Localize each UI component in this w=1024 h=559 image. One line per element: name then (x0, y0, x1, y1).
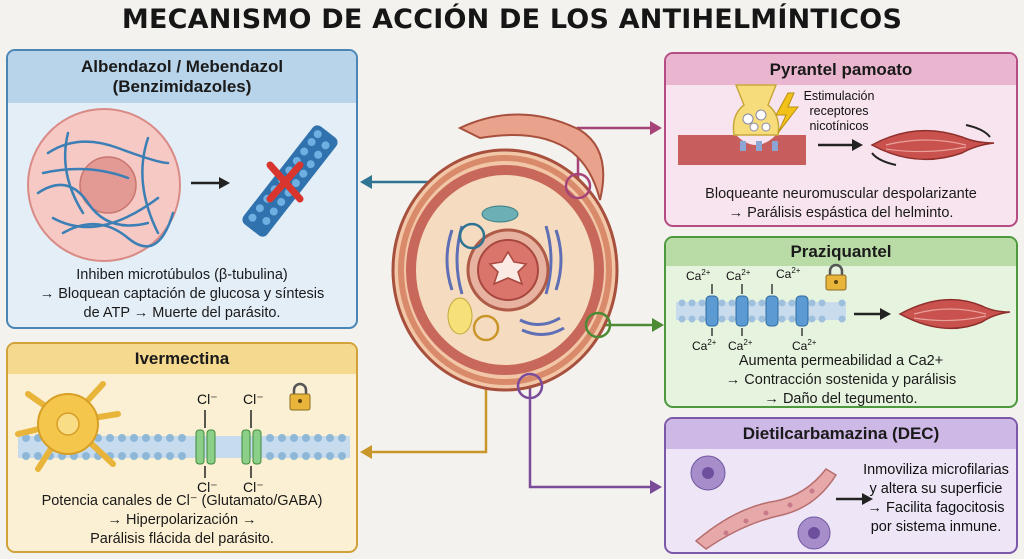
pyrantel-header: Pyrantel pamoato (666, 54, 1016, 85)
microfilaria-illustration: Inmoviliza microfilarias y altera su sup… (690, 455, 1009, 550)
tail-curl (457, 113, 605, 201)
dec-desc-line: por sistema inmune. (871, 519, 1002, 535)
praziquantel-description: Aumenta permeabilidad a Ca2+ → Contracci… (666, 352, 1016, 407)
lock-icon (289, 382, 311, 411)
albendazol-header: Albendazol / Mebendazol (Benzimidazoles) (8, 51, 356, 103)
neuron-icon (15, 381, 121, 472)
calcium-ion-label: Ca2+ (692, 338, 717, 353)
chloride-channel-illustration: Cl⁻ Cl⁻ Cl⁻ Cl⁻ (15, 381, 350, 495)
pyrantel-desc-line: Bloqueante neuromuscular despolarizante (705, 186, 977, 202)
albendazol-desc-line: de ATP → Muerte del parásito. (83, 305, 281, 321)
dec-desc-line: y altera su superficie (870, 481, 1003, 497)
calcium-channel-icon (795, 295, 809, 327)
arrow-left-icon (360, 445, 372, 459)
ivermectina-header: Ivermectina (8, 344, 356, 374)
ivermectina-desc-line: Potencia canales de Cl⁻ (Glutamato/GABA) (41, 493, 323, 509)
dec-header: Dietilcarbamazina (DEC) (666, 419, 1016, 449)
calcium-ion-label: Ca2+ (726, 268, 751, 283)
calcium-ion-label: Ca2+ (792, 338, 817, 353)
praziquantel-desc-line: → Daño del tegumento. (764, 391, 918, 407)
neuromuscular-illustration: Estimulación receptores nicotínicos (678, 84, 995, 166)
synapse-icon (732, 84, 780, 136)
microfilaria-icon (694, 468, 838, 550)
pyrantel-desc-line: → Parálisis espástica del helminto. (728, 205, 954, 221)
chloride-ion-label: Cl⁻ (197, 391, 218, 407)
phagocyte-icon (797, 516, 831, 550)
pyrantel-description: Bloqueante neuromuscular despolarizante … (666, 185, 1016, 223)
praziquantel-desc-line: → Contracción sostenida y parálisis (725, 372, 957, 388)
microtubule-illustration (27, 108, 338, 262)
pyrantel-title: Pyrantel pamoato (769, 59, 913, 79)
lightning-icon (775, 92, 800, 134)
dec-desc-line: → Facilita fagocitosis (868, 500, 1005, 516)
arrow-right-icon (650, 121, 662, 135)
calcium-channel-illustration: Ca2+ Ca2+ Ca2+ Ca2+ Ca2+ Ca2+ (676, 263, 1011, 353)
ivermectina-panel: Ivermectina (6, 342, 358, 553)
albendazol-desc-line: → Bloquean captación de glucosa y síntes… (39, 286, 325, 302)
dec-desc-line: Inmoviliza microfilarias (863, 462, 1009, 478)
connector-ivermectina (370, 328, 488, 454)
target-praziquantel (584, 311, 612, 339)
ivermectina-desc-line: → Hiperpolarización → (107, 512, 257, 528)
target-ivermectina (472, 314, 500, 342)
chloride-ion-label: Cl⁻ (197, 479, 218, 495)
chloride-channel-icon (241, 429, 262, 465)
calcium-ion-label: Ca2+ (728, 338, 753, 353)
phagocyte-icon (690, 455, 726, 491)
page-title: MECANISMO DE ACCIÓN DE LOS ANTIHELMÍNTIC… (121, 4, 903, 35)
target-albendazol (458, 222, 486, 250)
callout-line: Estimulación (804, 89, 875, 103)
dec-title: Dietilcarbamazina (DEC) (742, 424, 940, 443)
lock-icon (825, 263, 847, 291)
target-pyrantel (564, 172, 592, 200)
chloride-ion-label: Cl⁻ (243, 479, 264, 495)
praziquantel-header: Praziquantel (666, 238, 1016, 266)
praziquantel-title: Praziquantel (790, 242, 892, 261)
albendazol-title-line1: Albendazol / Mebendazol (80, 57, 284, 76)
cross-mark-icon (266, 161, 304, 203)
albendazol-description: Inhiben microtúbulos (β-tubulina) → Bloq… (8, 266, 356, 323)
muscle-icon (870, 124, 995, 166)
chloride-channel-icon (195, 429, 216, 465)
calcium-ion-label: Ca2+ (686, 268, 711, 283)
callout-line: receptores (809, 104, 868, 118)
ivermectina-desc-line: Parálisis flácida del parásito. (90, 531, 274, 547)
arrow-right-icon (650, 480, 662, 494)
callout-line: nicotínicos (809, 119, 868, 133)
albendazol-panel: Albendazol / Mebendazol (Benzimidazoles) (6, 49, 358, 329)
connector-dec (528, 386, 654, 489)
chloride-ion-label: Cl⁻ (243, 391, 264, 407)
ivermectina-title: Ivermectina (134, 349, 230, 368)
calcium-ion-label: Ca2+ (776, 266, 801, 281)
albendazol-title-line2: (Benzimidazoles) (112, 77, 252, 96)
praziquantel-panel: Praziquantel Ca2+ Ca2+ Ca2+ Ca2+ Ca2+ Ca… (664, 236, 1018, 408)
calcium-channel-icon (765, 295, 779, 327)
arrow-right-icon (652, 318, 664, 332)
gut-icon (466, 228, 550, 312)
calcium-channel-icon (705, 295, 719, 327)
pyrantel-panel: Pyrantel pamoato Estimulación receptores… (664, 52, 1018, 227)
praziquantel-desc-line: Aumenta permeabilidad a Ca2+ (738, 353, 944, 369)
dec-panel: Dietilcarbamazina (DEC) Inmoviliza micro… (664, 417, 1018, 554)
target-dec (516, 372, 544, 400)
arrow-left-icon (360, 175, 372, 189)
ivermectina-description: Potencia canales de Cl⁻ (Glutamato/GABA)… (8, 492, 356, 549)
connector-albendazol (370, 180, 474, 236)
connector-pyrantel (576, 126, 654, 186)
albendazol-desc-line: Inhiben microtúbulos (β-tubulina) (76, 267, 288, 283)
calcium-channel-icon (735, 295, 749, 327)
muscle-icon (898, 298, 1011, 330)
